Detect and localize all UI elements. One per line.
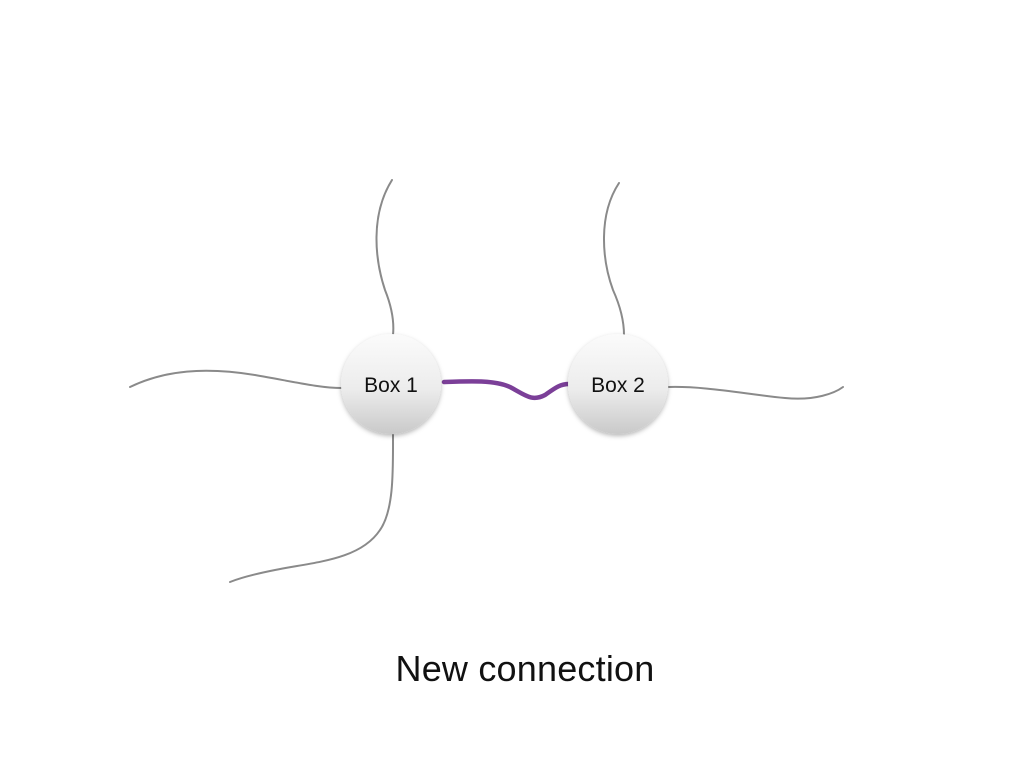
new-connection-line[interactable] xyxy=(441,379,572,401)
box-2-top-line[interactable] xyxy=(603,182,625,336)
box-1-node[interactable]: Box 1 xyxy=(341,334,441,434)
slide-caption: New connection xyxy=(395,648,655,689)
box-1-circle[interactable] xyxy=(341,334,441,434)
box-1-bottom-line[interactable] xyxy=(229,434,395,583)
box-1-left-line[interactable] xyxy=(129,369,343,389)
box-2-right-line[interactable] xyxy=(668,385,844,400)
box-2-node[interactable]: Box 2 xyxy=(568,334,668,434)
box-2-circle[interactable] xyxy=(568,334,668,434)
box-1-label: Box 1 xyxy=(364,374,418,397)
box-2-label: Box 2 xyxy=(591,374,645,397)
box-1-top-line[interactable] xyxy=(375,179,395,336)
